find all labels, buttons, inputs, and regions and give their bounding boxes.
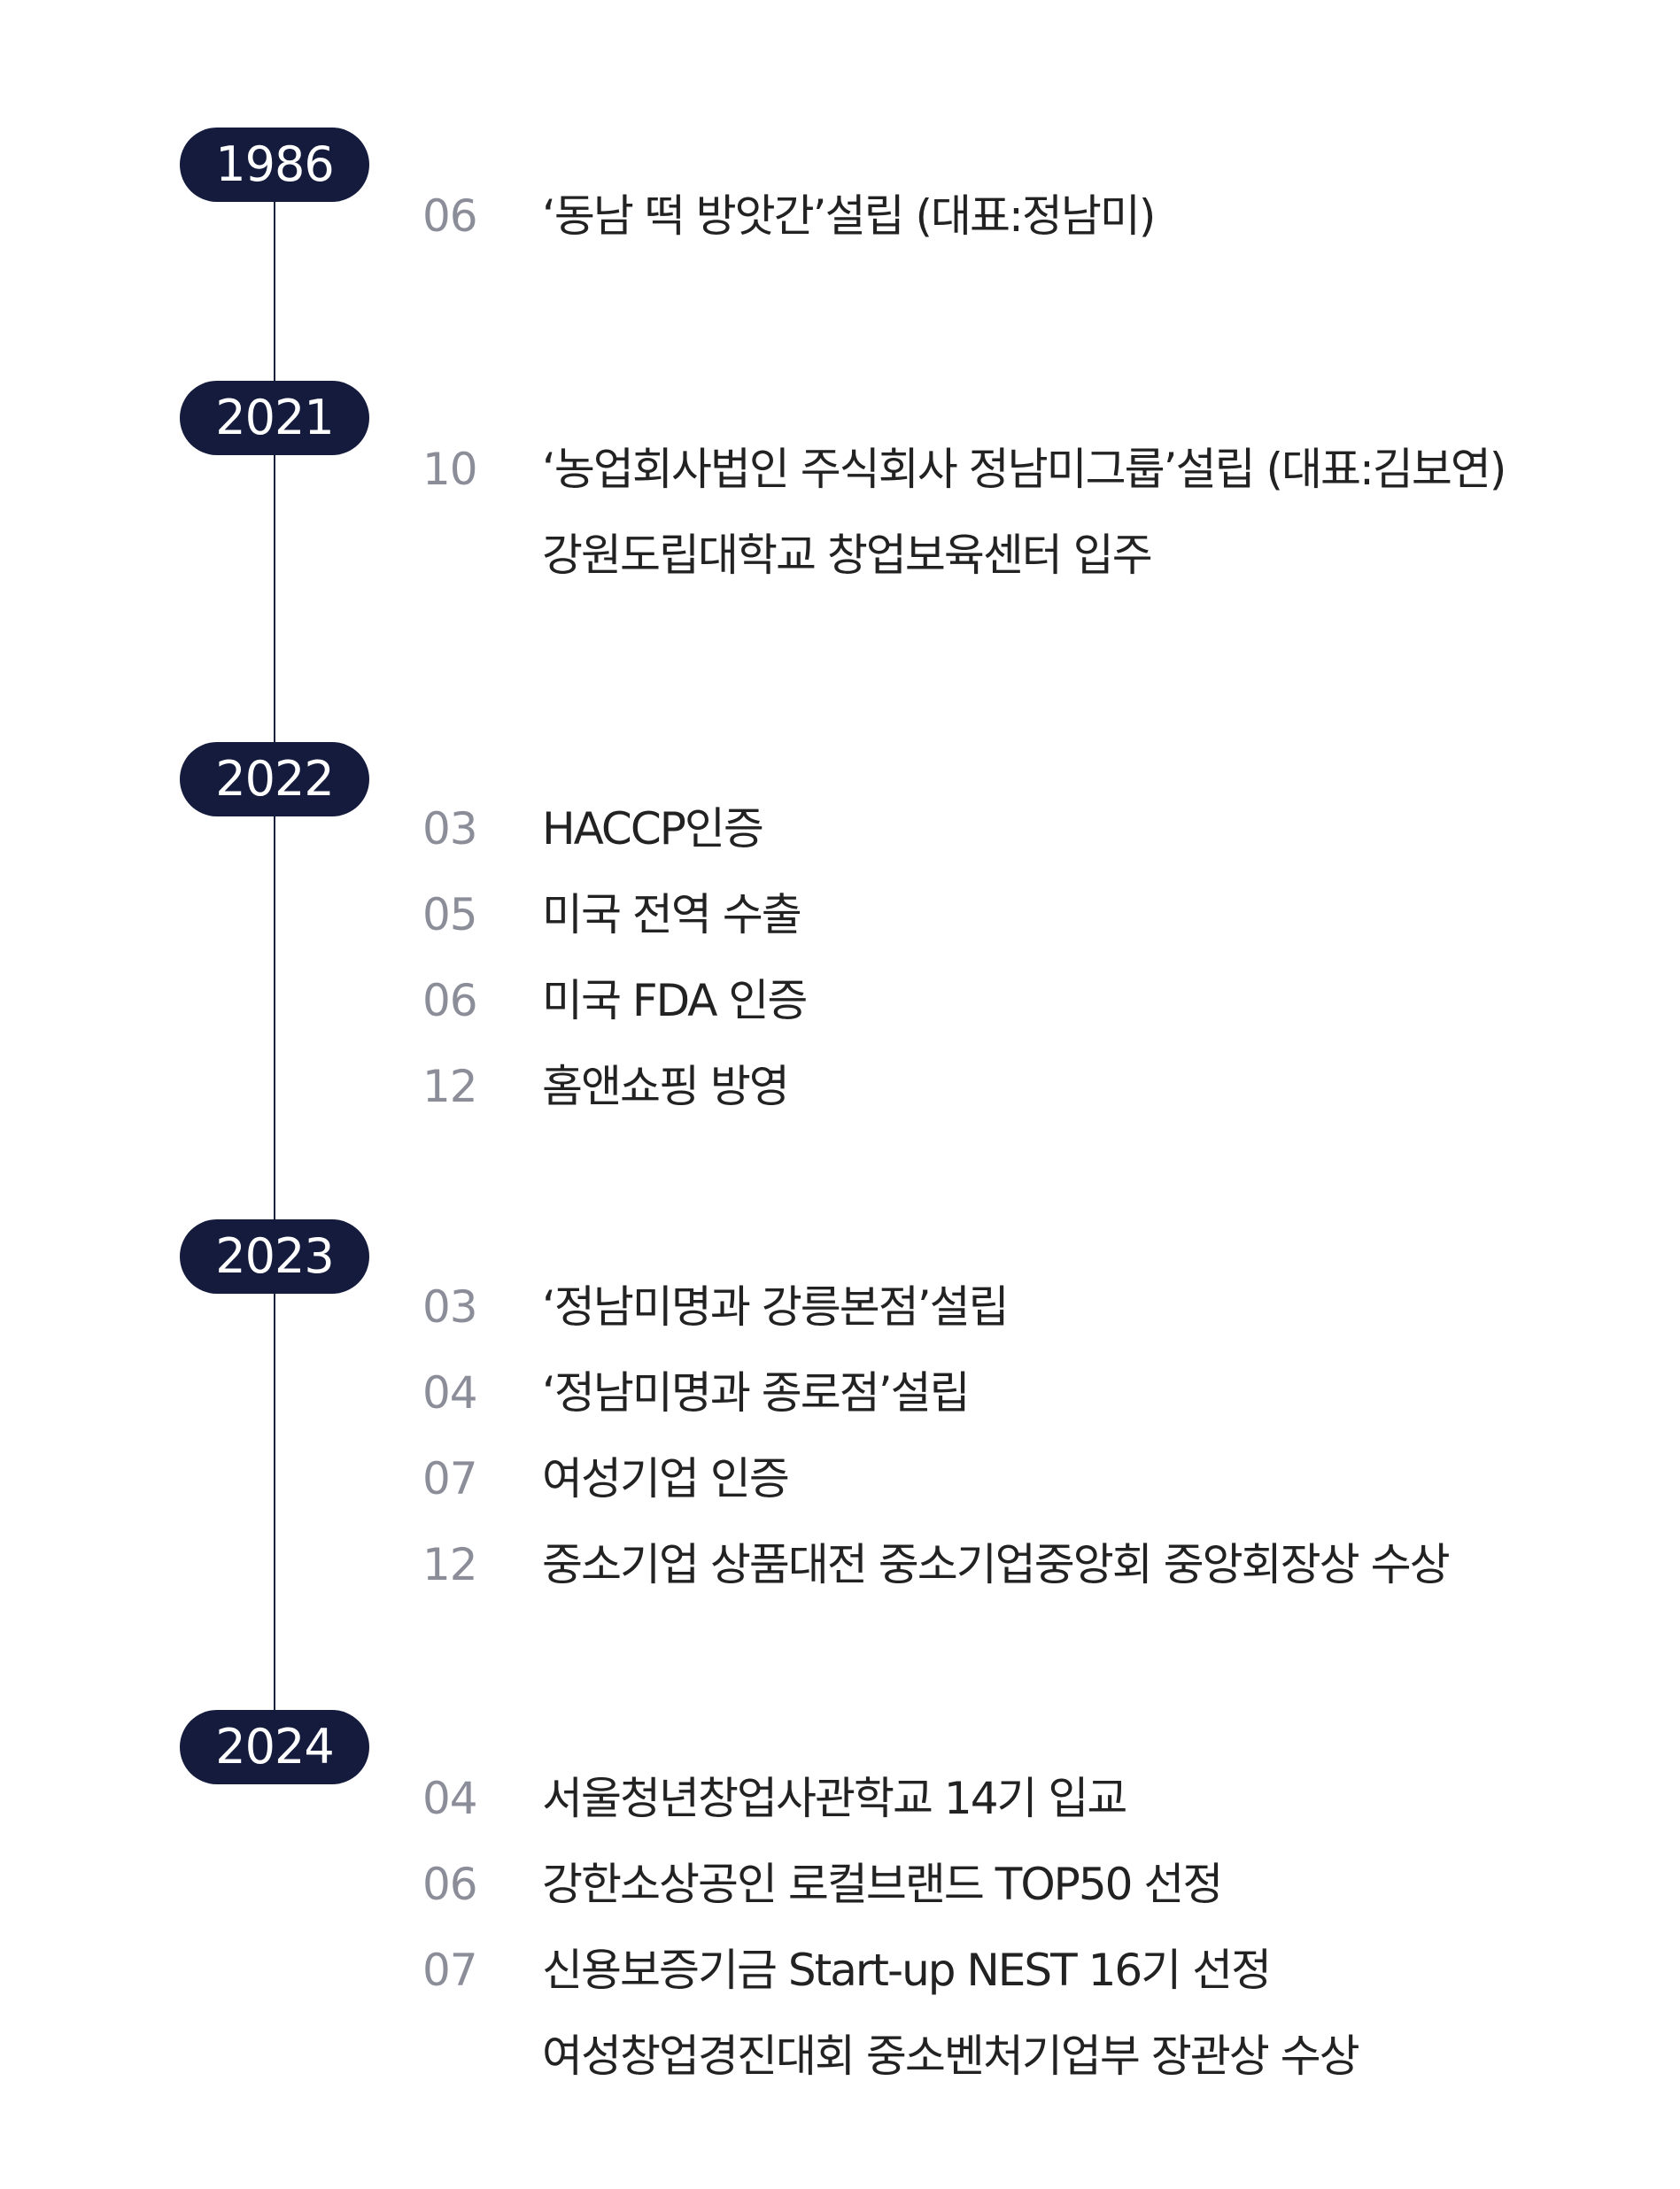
entry-month: 06 [422, 975, 478, 1026]
history-entry: 12 중소기업 상품대전 중소기업중앙회 중앙회장상 수상 [0, 1522, 1680, 1608]
entry-text: 홈앤쇼핑 방영 [542, 1061, 790, 1112]
entry-month: 06 [422, 190, 478, 242]
history-entry: 10 ‘농업회사법인 주식회사 정남미그룹’설립 (대표:김보연) [0, 427, 1680, 513]
entry-text: ‘정남미명과 종로점’설립 [542, 1367, 971, 1419]
year-badge-2024: 2024 [180, 1710, 369, 1784]
entry-month: 03 [422, 1281, 478, 1333]
entry-month: 04 [422, 1773, 478, 1824]
entry-text: ‘정남미명과 강릉본점’설립 [542, 1281, 1010, 1333]
history-entry: 03 HACCP인증 [0, 786, 1680, 872]
history-entry: 12 홈앤쇼핑 방영 [0, 1044, 1680, 1130]
entry-month: 04 [422, 1367, 478, 1419]
entry-text: 강한소상공인 로컬브랜드 TOP50 선정 [542, 1859, 1223, 1910]
history-entry: 03 ‘정남미명과 강릉본점’설립 [0, 1265, 1680, 1350]
history-entry: 05 미국 전역 수출 [0, 872, 1680, 958]
history-entry: 04 ‘정남미명과 종로점’설립 [0, 1350, 1680, 1436]
history-entry: 06 ‘동남 떡 방앗간’설립 (대표:정남미) [0, 174, 1680, 259]
history-entry: 강원도립대학교 창업보육센터 입주 [0, 513, 1680, 599]
entry-text: 중소기업 상품대전 중소기업중앙회 중앙회장상 수상 [542, 1539, 1451, 1590]
year-entries-2024: 04 서울청년창업사관학교 14기 입교 06 강한소상공인 로컬브랜드 TOP… [0, 1756, 1680, 2100]
entry-month: 06 [422, 1859, 478, 1910]
year-badge-1986: 1986 [180, 128, 369, 202]
year-entries-2021: 10 ‘농업회사법인 주식회사 정남미그룹’설립 (대표:김보연) 강원도립대학… [0, 427, 1680, 599]
history-entry: 06 강한소상공인 로컬브랜드 TOP50 선정 [0, 1842, 1680, 1928]
entry-month: 07 [422, 1945, 478, 1996]
entry-text: 서울청년창업사관학교 14기 입교 [542, 1773, 1127, 1824]
entry-text: 강원도립대학교 창업보육센터 입주 [542, 530, 1153, 581]
history-entry: 06 미국 FDA 인증 [0, 958, 1680, 1044]
timeline-line [274, 177, 275, 1736]
entry-text: ‘동남 떡 방앗간’설립 (대표:정남미) [542, 190, 1156, 242]
entry-text: 미국 FDA 인증 [542, 975, 808, 1026]
entry-month: 03 [422, 803, 478, 855]
year-badge-2023: 2023 [180, 1219, 369, 1294]
entry-month: 10 [422, 444, 478, 495]
entry-month: 12 [422, 1539, 478, 1590]
history-entry: 07 신용보증기금 Start-up NEST 16기 선정 [0, 1928, 1680, 2014]
history-entry: 여성창업경진대회 중소벤처기업부 장관상 수상 [0, 2014, 1680, 2100]
history-entry: 04 서울청년창업사관학교 14기 입교 [0, 1756, 1680, 1842]
entry-month: 07 [422, 1453, 478, 1504]
entry-text: ‘농업회사법인 주식회사 정남미그룹’설립 (대표:김보연) [542, 444, 1506, 495]
history-entry: 07 여성기업 인증 [0, 1436, 1680, 1522]
entry-text: 여성기업 인증 [542, 1453, 790, 1504]
entry-month: 12 [422, 1061, 478, 1112]
year-entries-2023: 03 ‘정남미명과 강릉본점’설립 04 ‘정남미명과 종로점’설립 07 여성… [0, 1265, 1680, 1608]
entry-text: HACCP인증 [542, 803, 764, 855]
year-badge-2022: 2022 [180, 742, 369, 816]
year-entries-2022: 03 HACCP인증 05 미국 전역 수출 06 미국 FDA 인증 12 홈… [0, 786, 1680, 1130]
entry-text: 여성창업경진대회 중소벤처기업부 장관상 수상 [542, 2030, 1360, 2082]
entry-text: 미국 전역 수출 [542, 889, 802, 940]
entry-month: 05 [422, 889, 478, 940]
year-badge-2021: 2021 [180, 381, 369, 455]
entry-text: 신용보증기금 Start-up NEST 16기 선정 [542, 1945, 1272, 1996]
year-entries-1986: 06 ‘동남 떡 방앗간’설립 (대표:정남미) [0, 174, 1680, 259]
